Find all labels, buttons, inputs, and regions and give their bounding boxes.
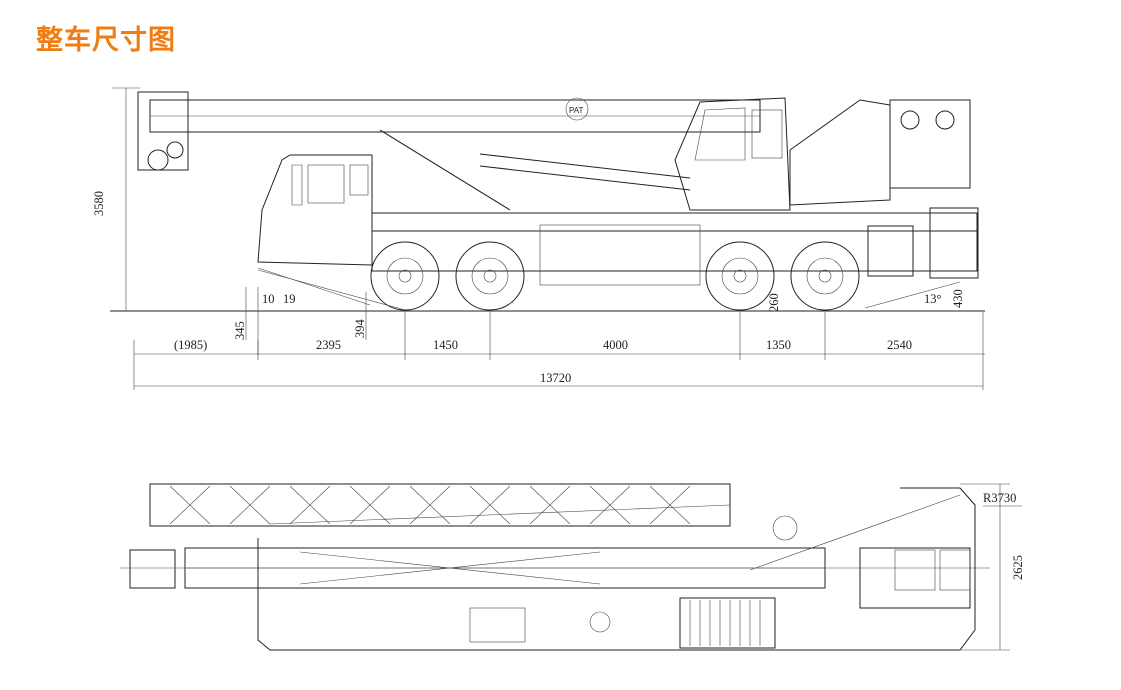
segment-5: 1350 — [766, 338, 791, 352]
svg-text:PAT: PAT — [569, 106, 583, 115]
operator-cab — [674, 97, 971, 211]
front-angle-b: 19 — [283, 292, 296, 306]
segment-3: 1450 — [433, 338, 458, 352]
dim-260: 260 — [767, 293, 781, 312]
segment-4: 4000 — [603, 338, 628, 352]
crane-boom: PAT — [137, 91, 761, 211]
ground-front-dim: 345 — [233, 321, 247, 340]
overall-length: 13720 — [540, 371, 571, 385]
segment-2: 2395 — [316, 338, 341, 352]
segment-6: 2540 — [887, 338, 912, 352]
segment-1: (1985) — [174, 338, 207, 352]
truck-cab — [257, 154, 373, 266]
turning-radius: R3730 — [983, 491, 1016, 505]
width-dim: 2625 — [1011, 555, 1025, 580]
height-dim-label: 3580 — [92, 191, 106, 216]
wheels — [370, 241, 860, 311]
front-angle-a: 10 — [262, 292, 275, 306]
lattice-jib — [149, 483, 731, 527]
top-view: 2625 R3730 — [120, 483, 1025, 651]
main-boom-top — [120, 547, 990, 589]
carrier-outline — [257, 487, 976, 651]
rear-angle: 13° — [924, 292, 942, 306]
page-title: 整车尺寸图 — [36, 25, 176, 56]
rear-height-dim: 430 — [951, 289, 965, 308]
dim-394: 394 — [353, 319, 367, 339]
chassis — [371, 207, 979, 286]
side-view: 3580 PAT — [92, 87, 985, 390]
